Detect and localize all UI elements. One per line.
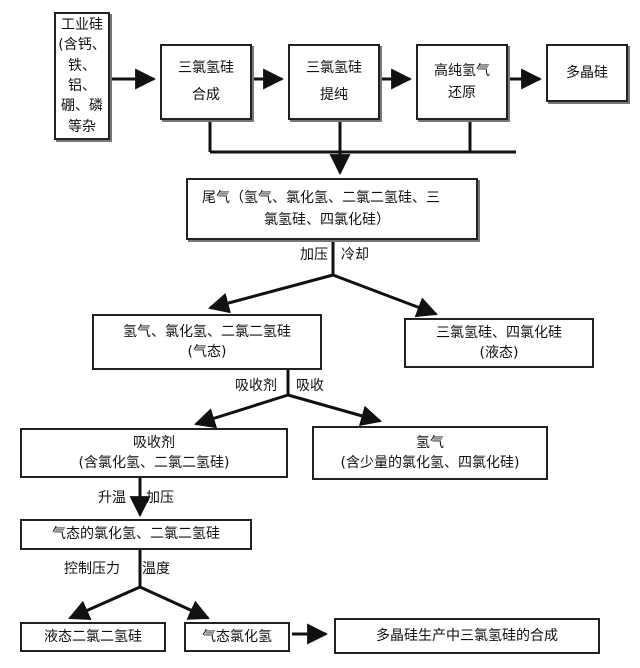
arrow-to-gas-mix (207, 273, 334, 314)
liquid-mix-line-1: 三氯氢硅、四氯化硅 (436, 324, 562, 341)
industrial-silicon-line-4: 硼、磷 (61, 98, 103, 115)
industrial-silicon-line-3: 铁、铝、 (68, 57, 96, 94)
purification-box: 三氯氢硅 提纯 (288, 44, 380, 120)
tail-gas-line-1: 尾气（氢气、氯化氢、二氯二氢硅、三 (202, 189, 440, 206)
hydrogen-box: 氢气 (含少量的氯化氢、四氯化硅) (312, 426, 548, 480)
gas-mix-box: 氢气、氯化氢、二氯二氢硅 (气态) (92, 314, 322, 370)
tail-gas-line-2: 氯氢硅、四氯化硅） (264, 212, 390, 228)
arrow-to-liquid-mix (332, 273, 438, 318)
synthesis-box: 三氯氢硅 合成 (160, 44, 252, 120)
label-pressurize-2: 加压 (146, 490, 174, 506)
polysilicon-label: 多晶硅 (566, 64, 608, 81)
purification-line-1: 三氯氢硅 (306, 60, 362, 77)
absorbent-box: 吸收剂 (含氯化氢、二氯二氢硅) (20, 428, 288, 478)
label-cool: 冷却 (341, 247, 369, 263)
industrial-silicon-box: 工业硅 (含钙、 铁、铝、 硼、磷 等杂 (54, 12, 110, 140)
hydrogen-line-1: 氢气 (416, 434, 444, 451)
purification-line-2: 提纯 (320, 87, 348, 103)
industrial-silicon-line-5: 等杂 (68, 118, 96, 135)
arrow-to-hydrogen (287, 393, 383, 426)
label-absorb: 吸收 (296, 378, 324, 394)
polysilicon-box: 多晶硅 (546, 44, 628, 102)
gaseous-hcl-label: 气态氯化氢 (202, 628, 272, 645)
industrial-silicon-line-1: 工业硅 (61, 17, 103, 34)
reduction-line-1: 高纯氢气 (434, 62, 490, 79)
liquid-mix-line-2: (液态) (479, 345, 519, 361)
arrow-to-liquid-dcs (68, 585, 141, 620)
absorbent-line-2: (含氯化氢、二氯二氢硅) (78, 455, 230, 471)
final-box: 多晶硅生产中三氯氢硅的合成 (334, 618, 600, 654)
gas-mix-line-2: (气态) (187, 344, 227, 360)
arrow-to-absorbent (193, 393, 289, 429)
label-temperature: 温度 (142, 561, 170, 577)
synthesis-line-1: 三氯氢硅 (178, 60, 234, 77)
hydrogen-line-2: (含少量的氯化氢、四氯化硅) (340, 455, 520, 471)
gas-mix-line-1: 氢气、氯化氢、二氯二氢硅 (123, 323, 291, 340)
industrial-silicon-line-2: (含钙、 (58, 37, 106, 54)
gaseous-hcl-dcs-box: 气态的氯化氢、二氯二氢硅 (20, 519, 252, 550)
tail-gas-box: 尾气（氢气、氯化氢、二氯二氢硅、三 氯氢硅、四氯化硅） (186, 178, 478, 240)
gaseous-hcl-box: 气态氯化氢 (184, 622, 290, 652)
liquid-dcs-label: 液态二氯二氢硅 (44, 628, 142, 645)
label-heat: 升温 (98, 490, 126, 506)
label-absorbent-in: 吸收剂 (235, 378, 277, 394)
absorbent-line-1: 吸收剂 (133, 434, 175, 451)
synthesis-line-2: 合成 (192, 87, 220, 103)
arrow-to-gaseous-hcl (139, 585, 210, 620)
reduction-box: 高纯氢气 还原 (416, 44, 508, 120)
reduction-line-2: 还原 (448, 85, 476, 101)
gaseous-hcl-dcs-label: 气态的氯化氢、二氯二氢硅 (52, 526, 220, 543)
label-pressurize: 加压 (300, 247, 328, 263)
liquid-mix-box: 三氯氢硅、四氯化硅 (液态) (404, 318, 594, 368)
label-control-pressure: 控制压力 (64, 561, 120, 577)
liquid-dcs-box: 液态二氯二氢硅 (20, 622, 166, 652)
final-label: 多晶硅生产中三氯氢硅的合成 (376, 627, 558, 644)
